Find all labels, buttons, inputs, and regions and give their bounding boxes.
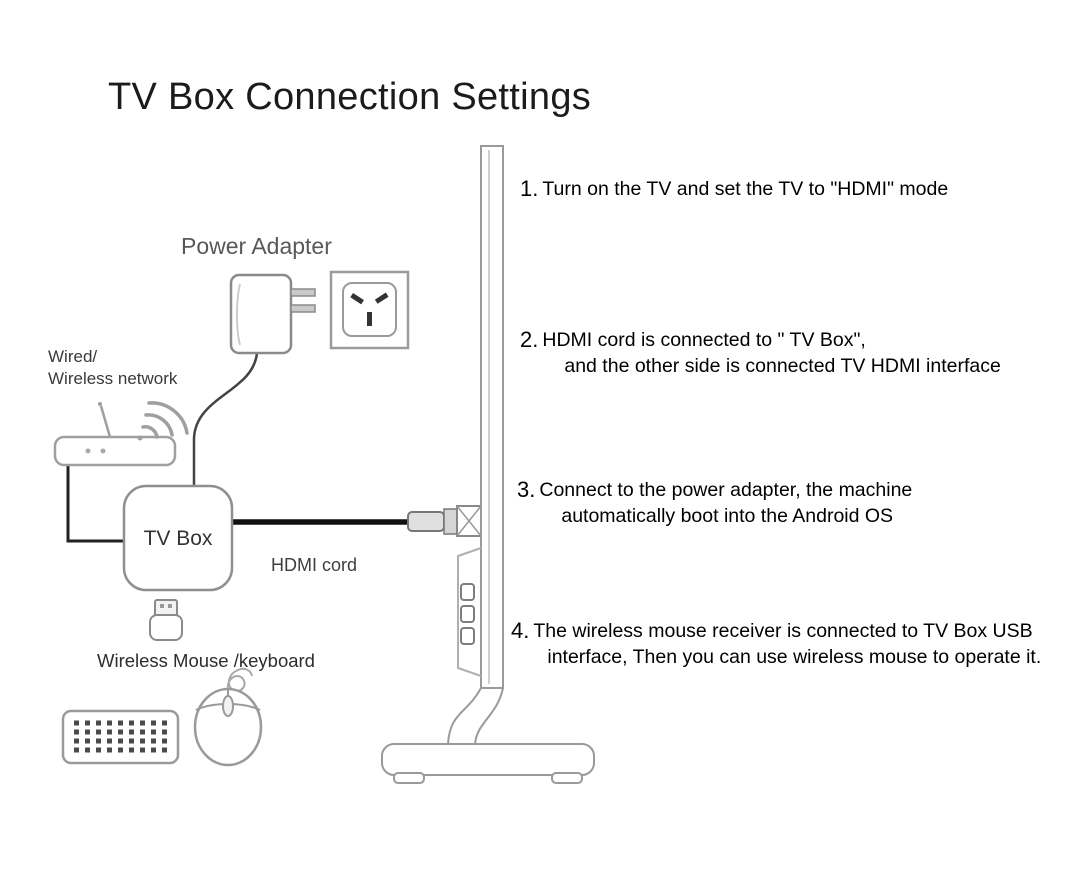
- instruction-step-4: 4. The wireless mouse receiver is connec…: [511, 618, 1041, 670]
- tv-side-view-icon: [381, 145, 595, 784]
- tv-box-shape: [122, 484, 234, 592]
- network-label-line1: Wired/: [48, 347, 98, 366]
- hdmi-cable: [233, 505, 482, 537]
- usb-dongle-icon: [149, 599, 183, 641]
- step-2-text-line1: HDMI cord is connected to " TV Box",: [542, 329, 866, 351]
- step-2-text-line2: and the other side is connected TV HDMI …: [564, 355, 1001, 377]
- step-4-text-line1: The wireless mouse receiver is connected…: [533, 620, 1033, 642]
- page-title: TV Box Connection Settings: [108, 76, 592, 118]
- keyboard-icon: [61, 709, 180, 765]
- instruction-step-3: 3. Connect to the power adapter, the mac…: [517, 477, 912, 529]
- hdmi-port-icon: [456, 505, 482, 537]
- instruction-step-1: 1. Turn on the TV and set the TV to "HDM…: [520, 176, 948, 202]
- network-label-line2: Wireless network: [48, 369, 178, 388]
- instruction-step-2: 2. HDMI cord is connected to " TV Box", …: [520, 327, 1001, 379]
- step-3-text-line1: Connect to the power adapter, the machin…: [539, 479, 913, 501]
- wireless-mouse-keyboard-label: Wireless Mouse /keyboard: [97, 650, 315, 671]
- hdmi-plug-icon: [443, 508, 458, 535]
- mouse-icon: [193, 667, 263, 767]
- step-1-text: Turn on the TV and set the TV to "HDMI" …: [542, 178, 949, 200]
- step-3-number: 3.: [517, 477, 536, 502]
- tv-side-buttons: [460, 583, 475, 645]
- hdmi-cord-label: HDMI cord: [271, 555, 358, 575]
- step-1-number: 1.: [520, 176, 539, 201]
- power-cord-line: [192, 352, 259, 486]
- step-4-text-line2: interface, Then you can use wireless mou…: [547, 646, 1042, 668]
- step-2-number: 2.: [520, 327, 539, 352]
- network-label: Wired/ Wireless network: [48, 346, 177, 390]
- wifi-router-icon: [53, 401, 189, 467]
- power-adapter-label: Power Adapter: [181, 233, 332, 259]
- tv-stand-base: [381, 743, 595, 784]
- power-adapter-icon: [229, 273, 316, 355]
- step-3-text-line2: automatically boot into the Android OS: [561, 505, 894, 527]
- wall-socket-icon: [329, 270, 410, 350]
- wifi-signal-icon: [141, 401, 189, 439]
- network-cable-line: [66, 465, 124, 543]
- step-4-number: 4.: [511, 618, 530, 643]
- tv-box-label: TV Box: [143, 527, 213, 550]
